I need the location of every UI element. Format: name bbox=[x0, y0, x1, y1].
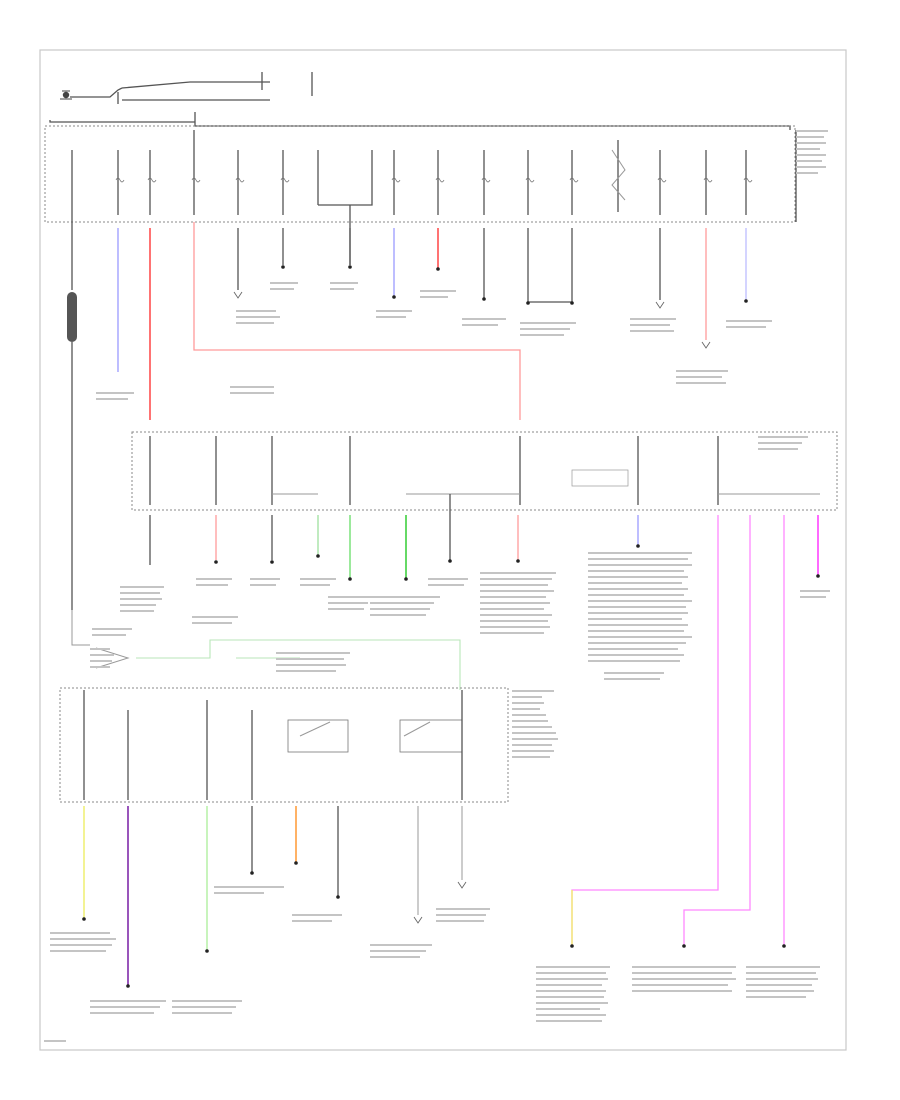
ground-icon bbox=[233, 265, 748, 349]
fuse-icon bbox=[115, 177, 753, 183]
upper-colored-wires bbox=[117, 222, 747, 420]
fusible-link-icon bbox=[67, 292, 77, 610]
lower-terminals bbox=[82, 861, 467, 988]
middle-terminals bbox=[214, 544, 820, 948]
lower-junction-box bbox=[59, 687, 509, 803]
diagram-frame bbox=[39, 49, 847, 1051]
upper-fuse-row bbox=[71, 130, 797, 290]
battery-section bbox=[49, 72, 791, 130]
middle-junction-box bbox=[131, 431, 838, 511]
middle-fuse-row bbox=[149, 436, 820, 505]
upper-fuse-box bbox=[44, 125, 796, 223]
relay-icon bbox=[611, 149, 626, 201]
lower-colored-wires bbox=[83, 806, 463, 985]
lower-fuse-row bbox=[83, 690, 463, 800]
middle-colored-wires bbox=[149, 494, 819, 945]
illegible-labels bbox=[44, 130, 830, 1042]
battery-icon bbox=[60, 90, 72, 100]
lower-feed bbox=[71, 610, 461, 690]
